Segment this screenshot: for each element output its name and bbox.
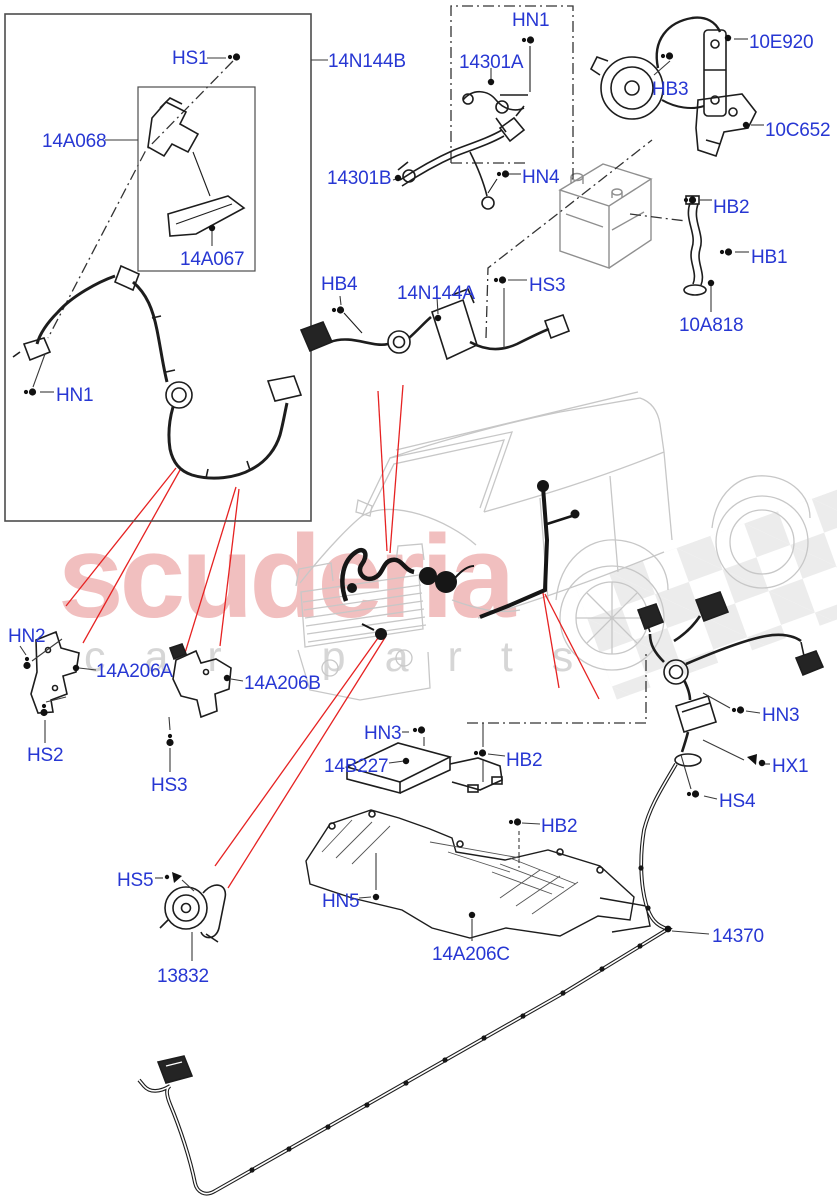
part-label-HB2a: HB2 [713,197,750,218]
dash-dot-locator-lines [47,5,687,724]
part-label-HS3a: HS3 [529,275,566,296]
part-label-HN2: HN2 [8,626,46,647]
part-label-14370: 14370 [712,926,764,947]
component-art [4,13,825,1196]
watermark-tagline: car parts [84,633,613,681]
label-leader-lines [19,38,770,961]
part-label-HS1: HS1 [172,48,209,69]
part-label-HS3b: HS3 [151,775,188,796]
part-label-13832: 13832 [157,966,209,987]
part-label-HN3a: HN3 [364,723,402,744]
battery-art [558,163,653,269]
part-label-10A818: 10A818 [679,315,744,336]
fastener-icons [23,34,766,933]
part-label-14N144B: 14N144B [328,51,406,72]
part-label-10C652: 10C652 [765,120,831,141]
part-label-HN3b: HN3 [762,705,800,726]
part-label-HN5: HN5 [322,891,360,912]
part-label-14A206B: 14A206B [244,673,321,694]
part-label-HS2: HS2 [27,745,64,766]
part-label-HN4: HN4 [522,167,560,188]
part-label-HN1a: HN1 [512,10,550,31]
part-label-14301A: 14301A [459,52,524,73]
part-label-HS5: HS5 [117,870,154,891]
part-label-HB1: HB1 [751,247,788,268]
vehicle-outline-art [295,391,811,701]
part-label-HN1b: HN1 [56,385,94,406]
red-locator-lines [65,384,600,889]
part-label-14A067: 14A067 [180,249,245,270]
part-label-14A068: 14A068 [42,131,107,152]
part-label-HB4: HB4 [321,274,358,295]
part-label-14A206A: 14A206A [96,661,173,682]
part-label-HX1: HX1 [772,756,809,777]
part-label-14A206C: 14A206C [432,944,510,965]
part-label-10E920: 10E920 [749,32,814,53]
part-label-HB2b: HB2 [506,750,543,771]
part-label-HB2c: HB2 [541,816,578,837]
part-label-HB3: HB3 [652,79,689,100]
part-label-14B227: 14B227 [324,756,389,777]
part-label-14301B: 14301B [327,168,392,189]
part-label-HS4: HS4 [719,791,756,812]
part-label-14N144A: 14N144A [397,283,475,304]
